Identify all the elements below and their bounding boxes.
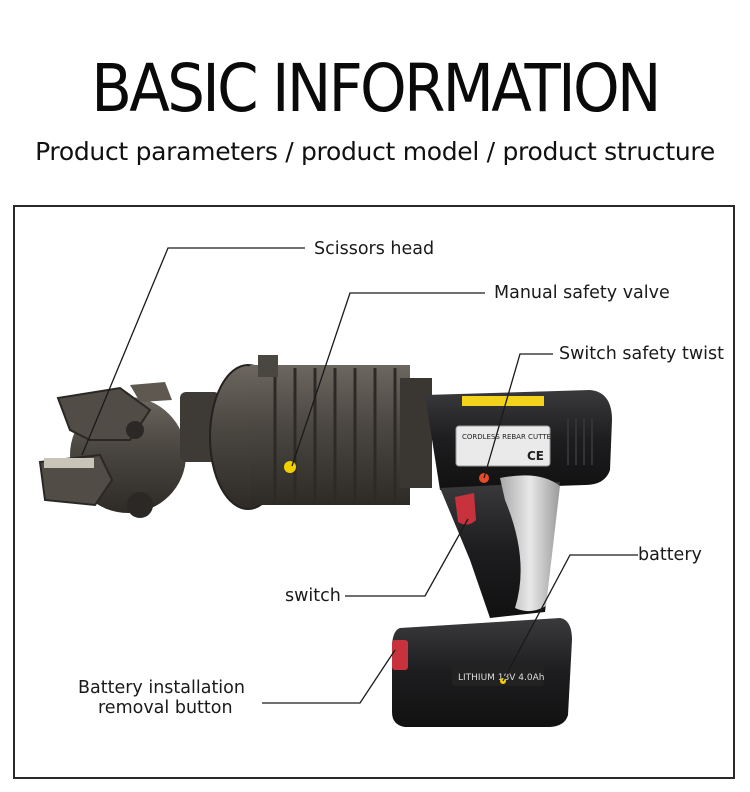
callout-switch-safety-twist: Switch safety twist [559,344,724,364]
battery-pack: LITHIUM 18V 4.0Ah [392,618,572,727]
callout-scissors-head: Scissors head [314,239,435,259]
page-title: BASIC INFORMATION [91,50,661,127]
callout-battery: battery [638,545,702,565]
scissors-head [38,382,186,518]
page-subtitle: Product parameters / product model / pro… [35,137,715,166]
callout-battery-button-line1: Battery installation [78,678,245,698]
ce-mark: CE [527,449,544,463]
callout-battery-button-line2: removal button [98,698,233,718]
product-plate-text: CORDLESS REBAR CUTTER [462,433,556,441]
product-frame [13,205,735,779]
hydraulic-cylinder [180,355,432,510]
callout-manual-safety-valve: Manual safety valve [494,283,670,303]
callout-switch: switch [285,586,341,606]
tool-body: CORDLESS REBAR CUTTER CE [425,390,612,618]
callout-lines [81,247,638,704]
battery-label-text: LITHIUM 18V 4.0Ah [458,673,544,683]
